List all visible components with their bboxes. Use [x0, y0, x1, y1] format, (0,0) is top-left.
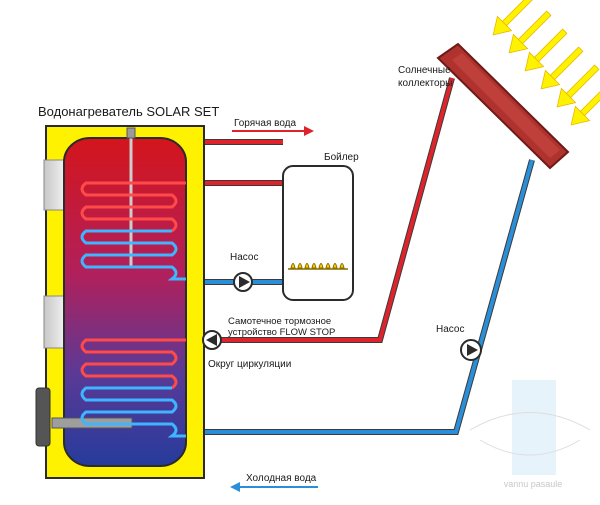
lower-solar-coil	[80, 338, 186, 390]
boiler-label: Бойлер	[324, 152, 359, 163]
flow-stop-label-line1: Самотечное тормозное	[228, 316, 331, 327]
diagram-title: Водонагреватель SOLAR SET	[38, 104, 219, 119]
solar-collectors-label-line1: Солнечные	[398, 65, 451, 76]
sun-arrows-icon	[492, 0, 600, 126]
hot-water-arrow	[232, 126, 314, 136]
watermark: vannu pasaule	[469, 380, 591, 489]
collector-hot-pipe	[176, 77, 455, 343]
pump-icon	[233, 272, 253, 292]
watermark-text: vannu pasaule	[504, 479, 563, 489]
solar-collectors-label-line2: коллекторы	[398, 78, 452, 89]
upper-heat-exchanger-coil	[80, 181, 186, 233]
cold-water-arrow	[230, 482, 318, 492]
hot-water-label: Горячая вода	[234, 118, 297, 129]
flow-stop-label-line2: устройство FLOW STOP	[228, 327, 335, 338]
solar-collector	[436, 42, 570, 170]
pump-right-label: Насос	[436, 324, 464, 335]
pump-left-label: Насос	[230, 252, 258, 263]
burner-flame-icon	[288, 263, 348, 270]
flow-stop-valve-icon	[202, 330, 222, 350]
collector-cold-pipe	[176, 159, 535, 435]
pump-icon	[460, 339, 482, 361]
boiler	[282, 165, 354, 301]
circulation-loop-label: Округ циркуляции	[208, 359, 291, 370]
cold-water-label: Холодная вода	[246, 473, 317, 484]
upper-heat-exchanger-coil-return	[80, 229, 186, 281]
lower-solar-coil-return	[80, 386, 186, 438]
